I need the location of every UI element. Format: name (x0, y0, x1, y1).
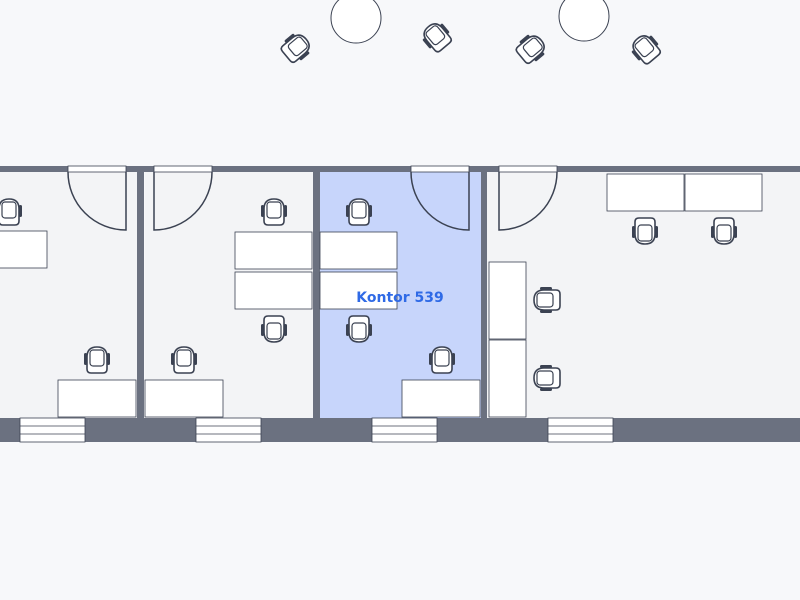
office-chair-icon (710, 217, 738, 245)
desk-icon (488, 261, 527, 340)
door-swing-icon (410, 171, 470, 231)
desks (0, 173, 763, 418)
desk-icon (488, 339, 527, 418)
window-icon (371, 417, 438, 443)
desk-icon (319, 271, 398, 310)
room-1[interactable] (0, 172, 138, 418)
office-chair-icon (345, 198, 373, 226)
desk-icon (401, 379, 481, 418)
door-swing-icon (67, 171, 127, 231)
desk-icon (234, 271, 313, 310)
doors (67, 171, 558, 231)
desk-icon (57, 379, 137, 418)
office-chair-icon (83, 346, 111, 374)
office-chair-icon (631, 217, 659, 245)
office-chair-icon (345, 315, 373, 343)
door-swing-icon (498, 171, 558, 231)
office-chair-icon (260, 315, 288, 343)
door-openings (67, 165, 558, 173)
office-chair-icon (170, 346, 198, 374)
desk-icon (606, 173, 685, 212)
door-swing-icon (153, 171, 213, 231)
window-icon (547, 417, 614, 443)
desk-icon (0, 230, 48, 269)
round-table-icon (558, 0, 610, 42)
round-table-icon (330, 0, 382, 44)
office-chair-icon (533, 364, 561, 392)
desk-icon (144, 379, 224, 418)
office-chair-icon (533, 286, 561, 314)
room-label: Kontor 539 (356, 290, 444, 306)
desk-icon (319, 231, 398, 270)
windows (19, 417, 614, 443)
office-chair-icon (260, 198, 288, 226)
desk-icon (234, 231, 313, 270)
lounge-area (277, 0, 665, 68)
desk-icon (684, 173, 763, 212)
window-icon (195, 417, 262, 443)
window-icon (19, 417, 86, 443)
office-chair-icon (428, 346, 456, 374)
